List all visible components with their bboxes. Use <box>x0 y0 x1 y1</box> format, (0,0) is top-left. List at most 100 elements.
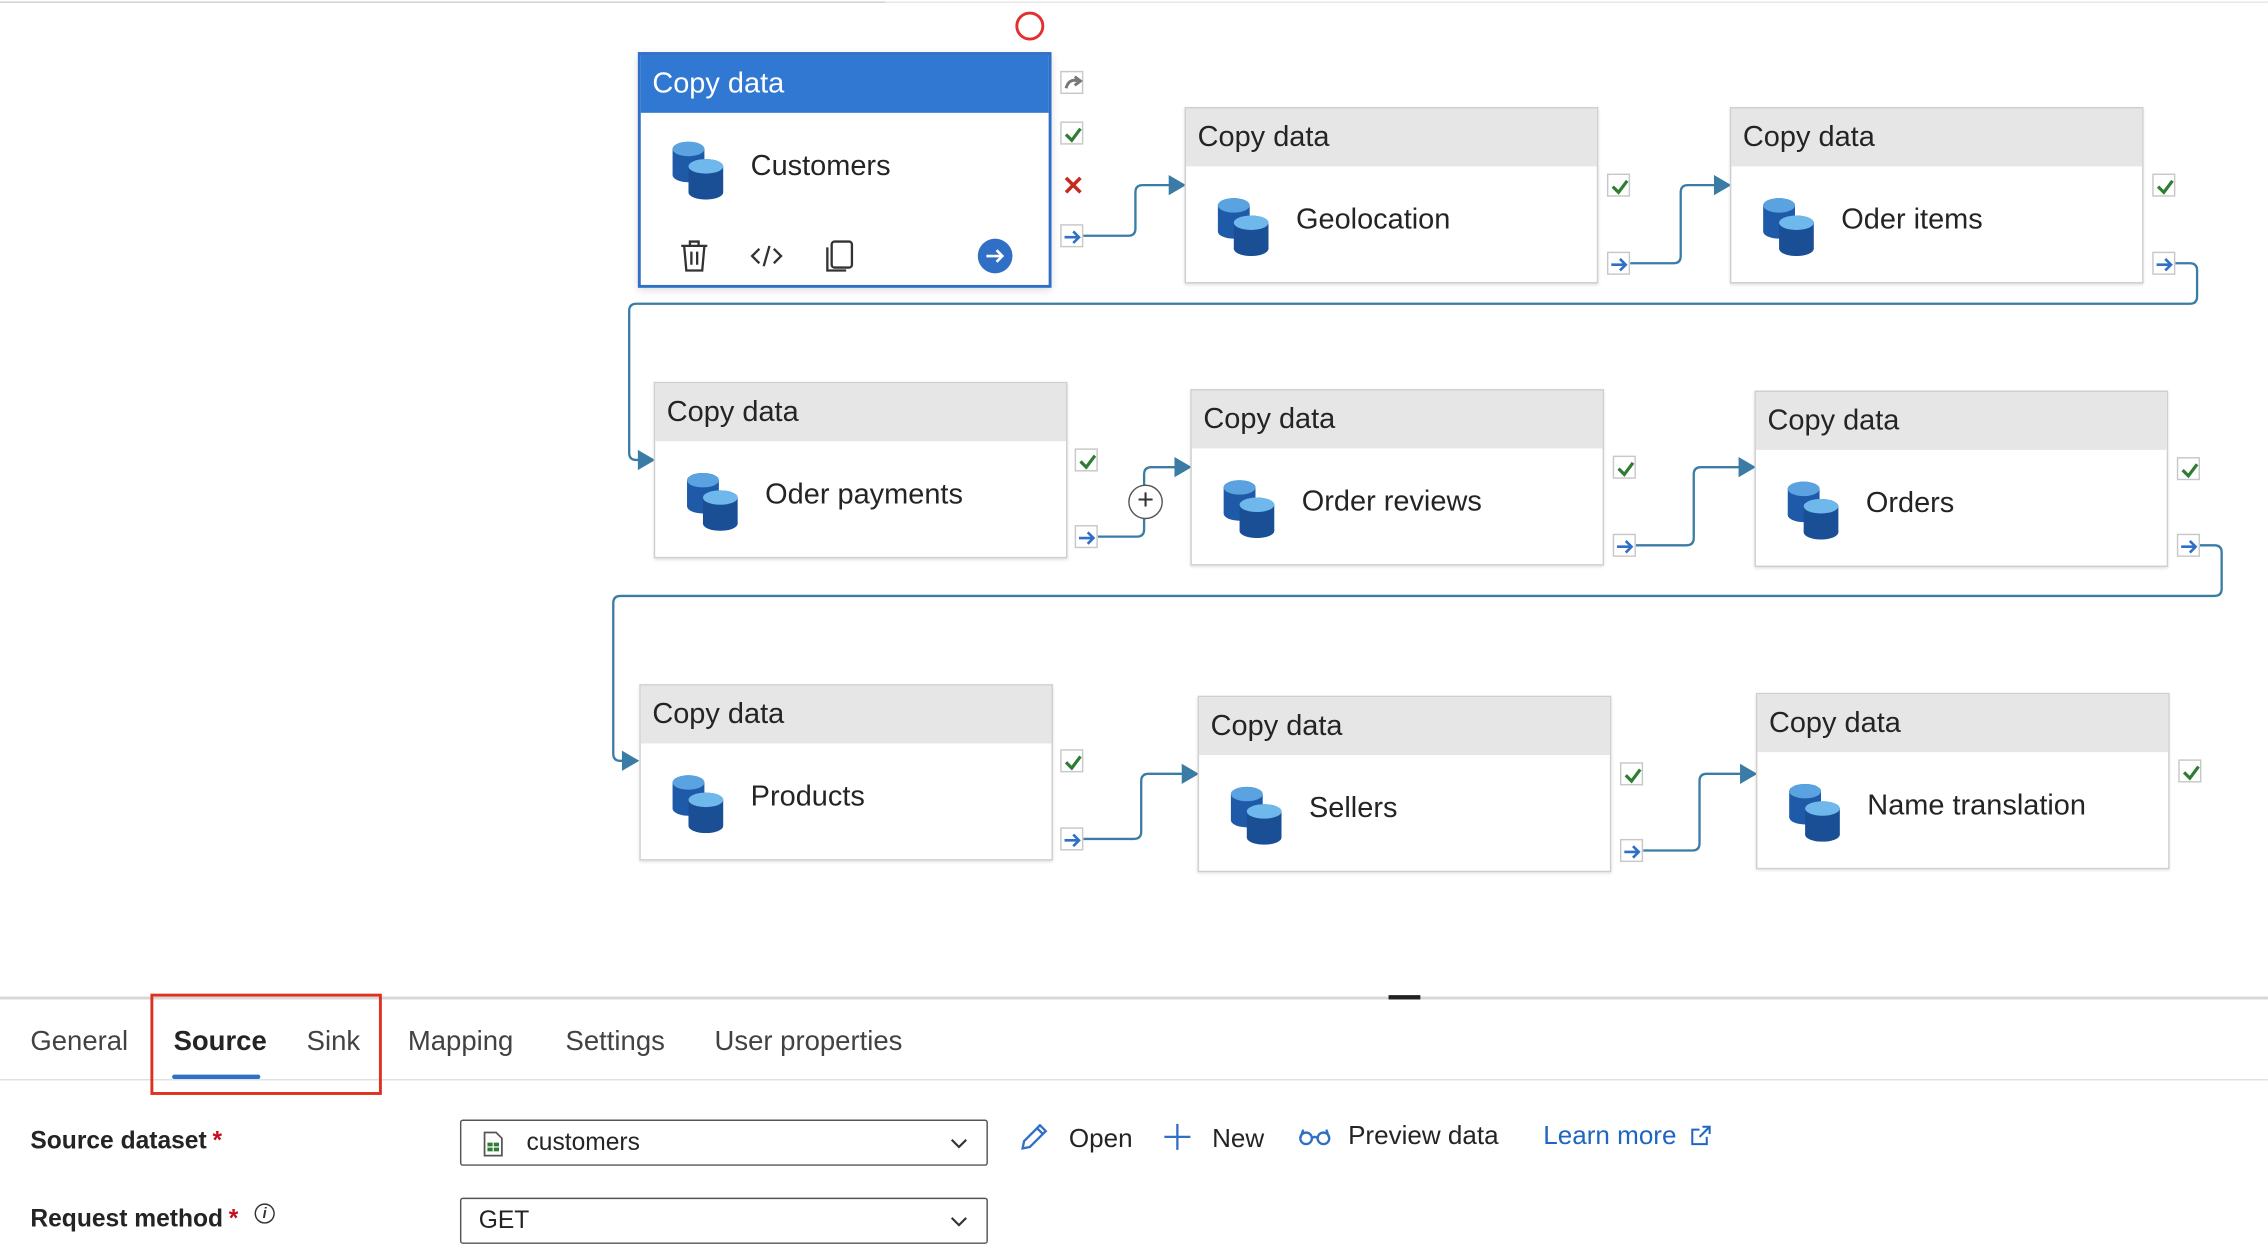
active-tab-indicator <box>172 1074 261 1080</box>
connector-line <box>628 262 2199 462</box>
check-icon <box>1064 755 1082 771</box>
connector-arrowhead <box>1740 763 1758 784</box>
annotation-circle <box>1015 11 1045 41</box>
port-completion[interactable] <box>1060 827 1084 851</box>
glasses-icon <box>1299 1129 1331 1146</box>
required-marker: * <box>212 1126 223 1155</box>
port-completion[interactable] <box>1074 525 1098 549</box>
pipeline-canvas[interactable]: Copy data Customers Copy data <box>0 0 2268 998</box>
activity-type-label: Copy data <box>640 54 1049 113</box>
tab-source[interactable]: Source <box>173 1026 267 1058</box>
activity-name: Name translation <box>1867 789 2086 822</box>
check-icon <box>2182 765 2200 781</box>
activity-order-reviews[interactable]: Copy data Order reviews <box>1190 389 1605 566</box>
required-marker: * <box>228 1204 239 1233</box>
new-button[interactable]: New <box>1161 1121 1264 1154</box>
tab-general[interactable]: General <box>30 1026 129 1058</box>
delete-icon[interactable] <box>675 237 713 275</box>
new-label: New <box>1212 1123 1265 1153</box>
activity-connectors <box>612 175 2223 852</box>
connector-line <box>612 544 2223 762</box>
connector-line <box>1635 466 1745 547</box>
activity-geolocation[interactable]: Copy data Geolocation <box>1184 107 1599 284</box>
request-method-label: Request method* <box>30 1205 238 1234</box>
activity-customers[interactable]: Copy data Customers <box>637 52 1052 288</box>
code-icon[interactable] <box>748 237 786 275</box>
activity-name-translation[interactable]: Copy data Name translation <box>1755 692 2170 870</box>
database-icon <box>1230 786 1282 845</box>
port-success[interactable] <box>1060 121 1084 145</box>
database-icon <box>687 472 738 531</box>
port-completion[interactable] <box>1619 838 1644 863</box>
activity-type-label: Copy data <box>1191 390 1603 449</box>
close-icon <box>1064 176 1082 194</box>
source-dataset-select[interactable]: customers <box>459 1119 988 1166</box>
port-failure[interactable] <box>1060 172 1084 196</box>
panel-splitter[interactable] <box>0 996 2268 1000</box>
splitter-grip[interactable] <box>1388 995 1421 1000</box>
request-method-select[interactable]: GET <box>459 1197 988 1244</box>
activity-type-label: Copy data <box>1199 697 1610 756</box>
database-icon <box>672 141 724 200</box>
activity-name: Order reviews <box>1301 485 1482 518</box>
add-activity-plus-icon[interactable]: + <box>1128 484 1163 520</box>
activity-name: Oder items <box>1841 203 1983 236</box>
activity-type-label: Copy data <box>1186 108 1597 167</box>
activity-sellers[interactable]: Copy data Sellers <box>1197 695 1612 873</box>
port-success[interactable] <box>1619 762 1644 786</box>
tab-settings[interactable]: Settings <box>565 1026 665 1058</box>
tab-sink[interactable]: Sink <box>306 1026 361 1058</box>
port-completion[interactable] <box>2152 251 2176 275</box>
learn-more-link[interactable]: Learn more <box>1543 1121 1712 1151</box>
arrow-right-icon <box>1079 531 1096 545</box>
database-icon <box>1789 783 1840 842</box>
preview-data-label: Preview data <box>1348 1120 1499 1150</box>
check-icon <box>1064 127 1082 143</box>
port-completion[interactable] <box>1606 251 1631 275</box>
port-success[interactable] <box>2152 173 2176 197</box>
port-skipped[interactable] <box>1060 70 1084 95</box>
activity-name: Orders <box>1865 487 1955 520</box>
activity-oder-payments[interactable]: Copy data Oder payments <box>653 381 1068 559</box>
request-method-value: GET <box>478 1206 530 1234</box>
activity-products[interactable]: Copy data Products <box>639 684 1053 861</box>
connector-line <box>1083 772 1188 841</box>
go-to-arrow-icon[interactable] <box>976 237 1014 275</box>
chevron-down-icon <box>950 1217 967 1227</box>
open-label: Open <box>1068 1123 1133 1153</box>
database-icon <box>1787 481 1839 540</box>
port-success[interactable] <box>1060 749 1084 773</box>
database-icon <box>672 775 724 834</box>
highlight-annotation <box>150 993 382 1095</box>
port-completion[interactable] <box>1612 533 1636 557</box>
plus-icon <box>1164 1123 1191 1150</box>
check-icon <box>2181 463 2199 479</box>
port-success[interactable] <box>1612 455 1636 479</box>
check-icon <box>1617 461 1635 477</box>
check-icon <box>2156 179 2174 195</box>
port-success[interactable] <box>1606 173 1631 197</box>
tab-mapping[interactable]: Mapping <box>407 1026 514 1058</box>
open-button[interactable]: Open <box>1018 1121 1133 1154</box>
copy-icon[interactable] <box>820 237 858 275</box>
port-completion[interactable] <box>1060 224 1084 248</box>
connector-arrowhead <box>1713 175 1732 196</box>
preview-data-button[interactable]: Preview data <box>1297 1120 1499 1151</box>
tab-user-properties[interactable]: User properties <box>714 1026 903 1058</box>
activity-oder-items[interactable]: Copy data Oder items <box>1729 107 2144 284</box>
connector-arrowhead <box>637 449 656 471</box>
connector-line <box>1643 772 1746 852</box>
port-completion[interactable] <box>2176 533 2200 557</box>
database-icon <box>1763 198 1814 257</box>
connector-line <box>1630 183 1720 265</box>
connector-arrowhead <box>1181 763 1200 784</box>
port-success[interactable] <box>2176 457 2200 481</box>
port-success[interactable] <box>2178 759 2202 783</box>
port-success[interactable] <box>1074 448 1098 472</box>
source-dataset-label: Source dataset* <box>30 1127 222 1156</box>
arrow-right-icon <box>1611 257 1628 272</box>
activity-orders[interactable]: Copy data Orders <box>1754 390 2169 567</box>
pencil-icon <box>1021 1123 1048 1150</box>
info-icon[interactable]: i <box>254 1203 275 1224</box>
check-icon <box>1079 454 1097 470</box>
